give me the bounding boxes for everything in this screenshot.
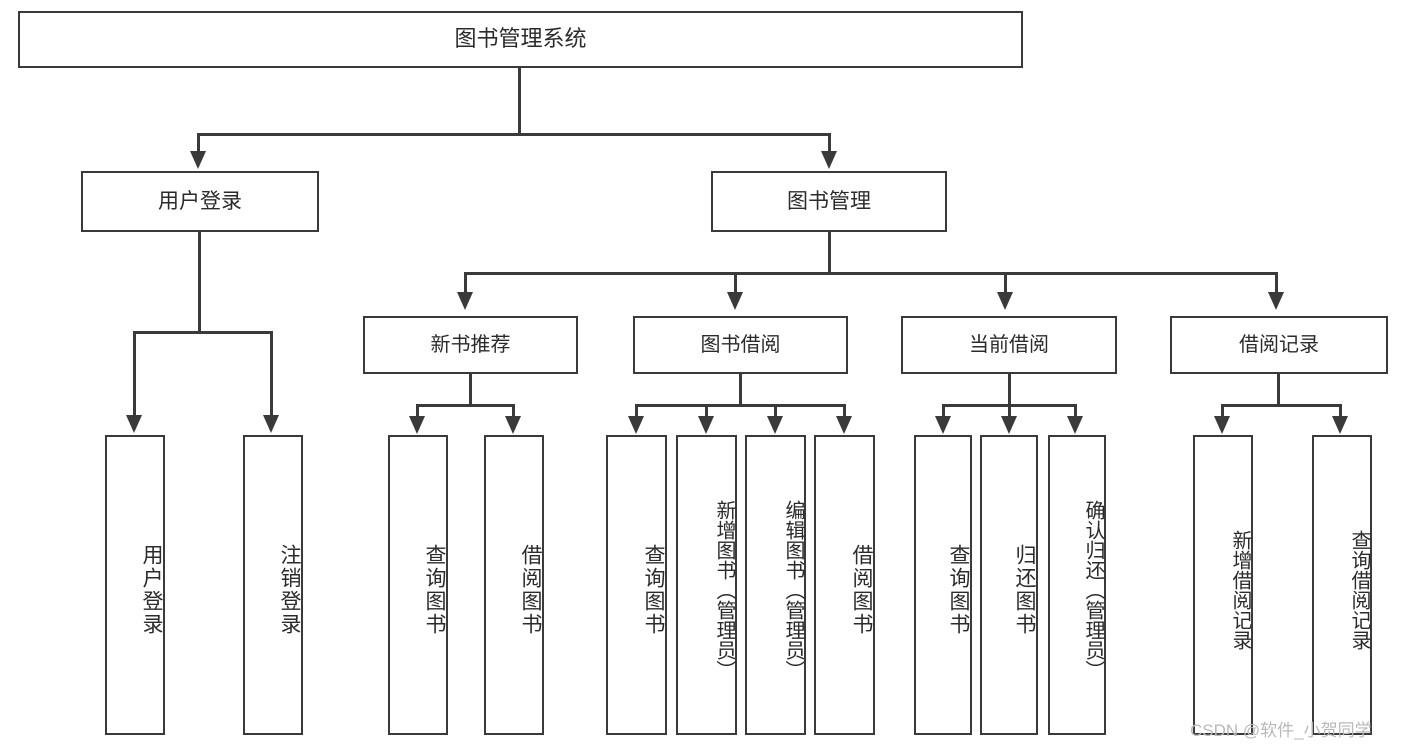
edge-br-to-leaf-2 <box>1339 404 1342 418</box>
arrow-to-leaf-query-book-3 <box>935 416 951 434</box>
edge-bb-to-leaf-1 <box>635 404 638 418</box>
edge-bb-to-leaf-3 <box>774 404 777 418</box>
node-label: 借阅记录 <box>1239 333 1319 356</box>
leaf-logout-login[interactable]: 注销登录 <box>243 435 303 735</box>
edge-bb-trunk <box>739 374 742 407</box>
node-book-borrow[interactable]: 图书借阅 <box>633 316 848 374</box>
edge-root-trunk <box>518 68 521 135</box>
arrow-to-leaf-confirm-return <box>1067 416 1083 434</box>
edge-bb-to-leaf-4 <box>843 404 846 418</box>
edge-user-login-to-leaf-2 <box>270 331 273 417</box>
node-label: 当前借阅 <box>969 333 1049 356</box>
arrow-to-current-borrow <box>997 292 1013 310</box>
arrow-to-leaf-borrow-book-2 <box>836 416 852 434</box>
arrow-to-leaf-query-book-1 <box>409 416 425 434</box>
edge-root-bus <box>197 133 831 136</box>
arrow-to-leaf-edit-book <box>767 416 783 434</box>
arrow-to-leaf-add-book <box>698 416 714 434</box>
leaf-query-book-1[interactable]: 查询图书 <box>388 435 448 735</box>
leaf-user-login[interactable]: 用户登录 <box>105 435 165 735</box>
edge-nbr-to-leaf-1 <box>416 404 419 418</box>
edge-user-login-trunk <box>198 232 201 333</box>
edge-br-to-leaf-1 <box>1221 404 1224 418</box>
arrow-to-leaf-query-borrow-record <box>1332 416 1348 434</box>
node-label: 查询图书 <box>642 544 665 636</box>
arrow-to-book-management <box>821 151 837 169</box>
node-label: 借阅图书 <box>519 544 542 636</box>
arrow-to-leaf-query-book-2 <box>628 416 644 434</box>
arrow-to-user-login <box>190 151 206 169</box>
edge-root-to-book-management <box>828 133 831 153</box>
node-label: 查询借阅记录 <box>1348 530 1370 650</box>
edge-nbr-bus <box>416 404 514 407</box>
edge-cb-to-leaf-2 <box>1008 404 1011 418</box>
edge-bm-to-new-book-recommend <box>464 272 467 294</box>
leaf-borrow-book-1[interactable]: 借阅图书 <box>484 435 544 735</box>
edge-book-management-trunk <box>828 232 831 274</box>
edge-user-login-bus <box>133 331 270 334</box>
arrow-to-borrow-record <box>1268 292 1284 310</box>
node-label: 图书管理系统 <box>454 26 587 52</box>
node-label: 图书借阅 <box>700 333 781 356</box>
csdn-watermark: CSDN @软件_小贺同学 <box>1190 721 1372 740</box>
node-label: 图书管理 <box>787 189 871 213</box>
arrow-to-leaf-user-login <box>126 415 142 433</box>
edge-book-management-bus <box>464 272 1278 275</box>
arrow-to-new-book-recommend <box>457 292 473 310</box>
leaf-query-borrow-record[interactable]: 查询借阅记录 <box>1312 435 1372 735</box>
leaf-borrow-book-2[interactable]: 借阅图书 <box>814 435 875 735</box>
edge-cb-to-leaf-3 <box>1074 404 1077 418</box>
edge-bb-to-leaf-2 <box>705 404 708 418</box>
edge-cb-trunk <box>1008 374 1011 407</box>
node-label: 用户登录 <box>158 189 242 213</box>
node-current-borrow[interactable]: 当前借阅 <box>901 316 1117 374</box>
node-label: 查询图书 <box>423 544 446 636</box>
edge-bb-bus <box>635 404 845 407</box>
edge-cb-to-leaf-1 <box>942 404 945 418</box>
node-label: 确认归还（管理员） <box>1082 500 1104 680</box>
node-book-management[interactable]: 图书管理 <box>711 171 947 232</box>
edge-user-login-to-leaf-1 <box>133 331 136 417</box>
node-label: 新书推荐 <box>430 333 511 356</box>
node-label: 用户登录 <box>140 544 163 636</box>
leaf-query-book-2[interactable]: 查询图书 <box>606 435 667 735</box>
leaf-add-borrow-record[interactable]: 新增借阅记录 <box>1193 435 1253 735</box>
node-user-login[interactable]: 用户登录 <box>81 171 319 232</box>
leaf-return-book[interactable]: 归还图书 <box>980 435 1038 735</box>
arrow-to-leaf-add-borrow-record <box>1214 416 1230 434</box>
edge-bm-to-borrow-record <box>1275 272 1278 294</box>
edge-bm-to-current-borrow <box>1004 272 1007 294</box>
node-new-book-recommend[interactable]: 新书推荐 <box>363 316 578 374</box>
leaf-edit-book[interactable]: 编辑图书（管理员） <box>745 435 806 735</box>
node-label: 借阅图书 <box>850 544 873 636</box>
edge-br-bus <box>1221 404 1341 407</box>
leaf-add-book[interactable]: 新增图书（管理员） <box>676 435 737 735</box>
edge-br-trunk <box>1277 374 1280 407</box>
edge-nbr-trunk <box>469 374 472 407</box>
node-root-system[interactable]: 图书管理系统 <box>18 11 1023 68</box>
arrow-to-leaf-return-book <box>1001 416 1017 434</box>
node-label: 归还图书 <box>1013 544 1036 636</box>
node-label: 查询图书 <box>947 544 970 636</box>
arrow-to-book-borrow <box>727 292 743 310</box>
leaf-query-book-3[interactable]: 查询图书 <box>914 435 972 735</box>
edge-nbr-to-leaf-2 <box>512 404 515 418</box>
node-label: 注销登录 <box>278 544 301 636</box>
node-label: 新增借阅记录 <box>1229 530 1251 650</box>
leaf-confirm-return[interactable]: 确认归还（管理员） <box>1048 435 1106 735</box>
arrow-to-leaf-borrow-book-1 <box>505 416 521 434</box>
arrow-to-leaf-logout-login <box>263 415 279 433</box>
node-borrow-record[interactable]: 借阅记录 <box>1170 316 1388 374</box>
node-label: 编辑图书（管理员） <box>782 500 804 680</box>
edge-root-to-user-login <box>197 133 200 153</box>
edge-bm-to-book-borrow <box>734 272 737 294</box>
node-label: 新增图书（管理员） <box>713 500 735 680</box>
